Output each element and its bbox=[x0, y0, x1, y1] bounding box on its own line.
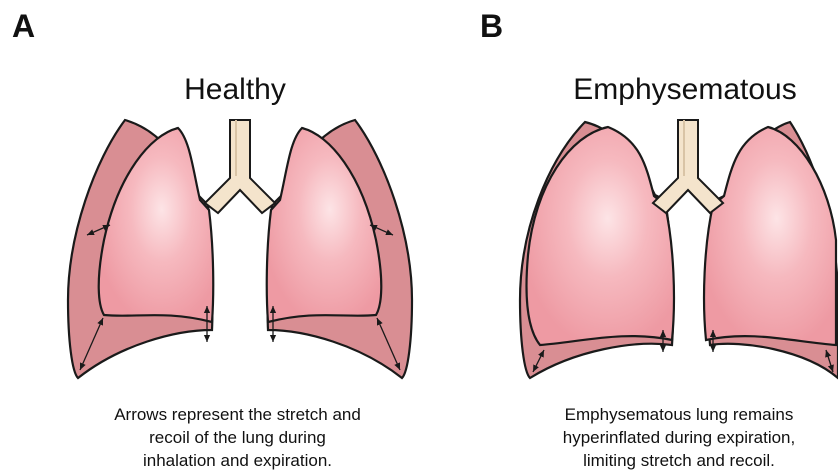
caption-healthy: Arrows represent the stretch and recoil … bbox=[70, 403, 405, 472]
panel-title-emphysematous: Emphysematous bbox=[540, 73, 830, 107]
caption-line: recoil of the lung during bbox=[70, 426, 405, 449]
trachea-icon bbox=[205, 120, 275, 213]
caption-line: Arrows represent the stretch and bbox=[70, 403, 405, 426]
emphysematous-lungs bbox=[520, 120, 838, 378]
panel-letter-a: A bbox=[12, 8, 35, 45]
caption-line: hyperinflated during expiration, bbox=[520, 426, 838, 449]
panel-title-healthy: Healthy bbox=[150, 73, 320, 107]
left-lung-b bbox=[527, 127, 674, 345]
right-lung-b bbox=[704, 127, 836, 345]
panel-letter-b: B bbox=[480, 8, 503, 45]
healthy-lungs bbox=[68, 120, 412, 378]
caption-line: inhalation and expiration. bbox=[70, 449, 405, 472]
trachea-icon-b bbox=[653, 120, 723, 213]
caption-emphysematous: Emphysematous lung remains hyperinflated… bbox=[520, 403, 838, 472]
caption-line: limiting stretch and recoil. bbox=[520, 449, 838, 472]
caption-line: Emphysematous lung remains bbox=[520, 403, 838, 426]
